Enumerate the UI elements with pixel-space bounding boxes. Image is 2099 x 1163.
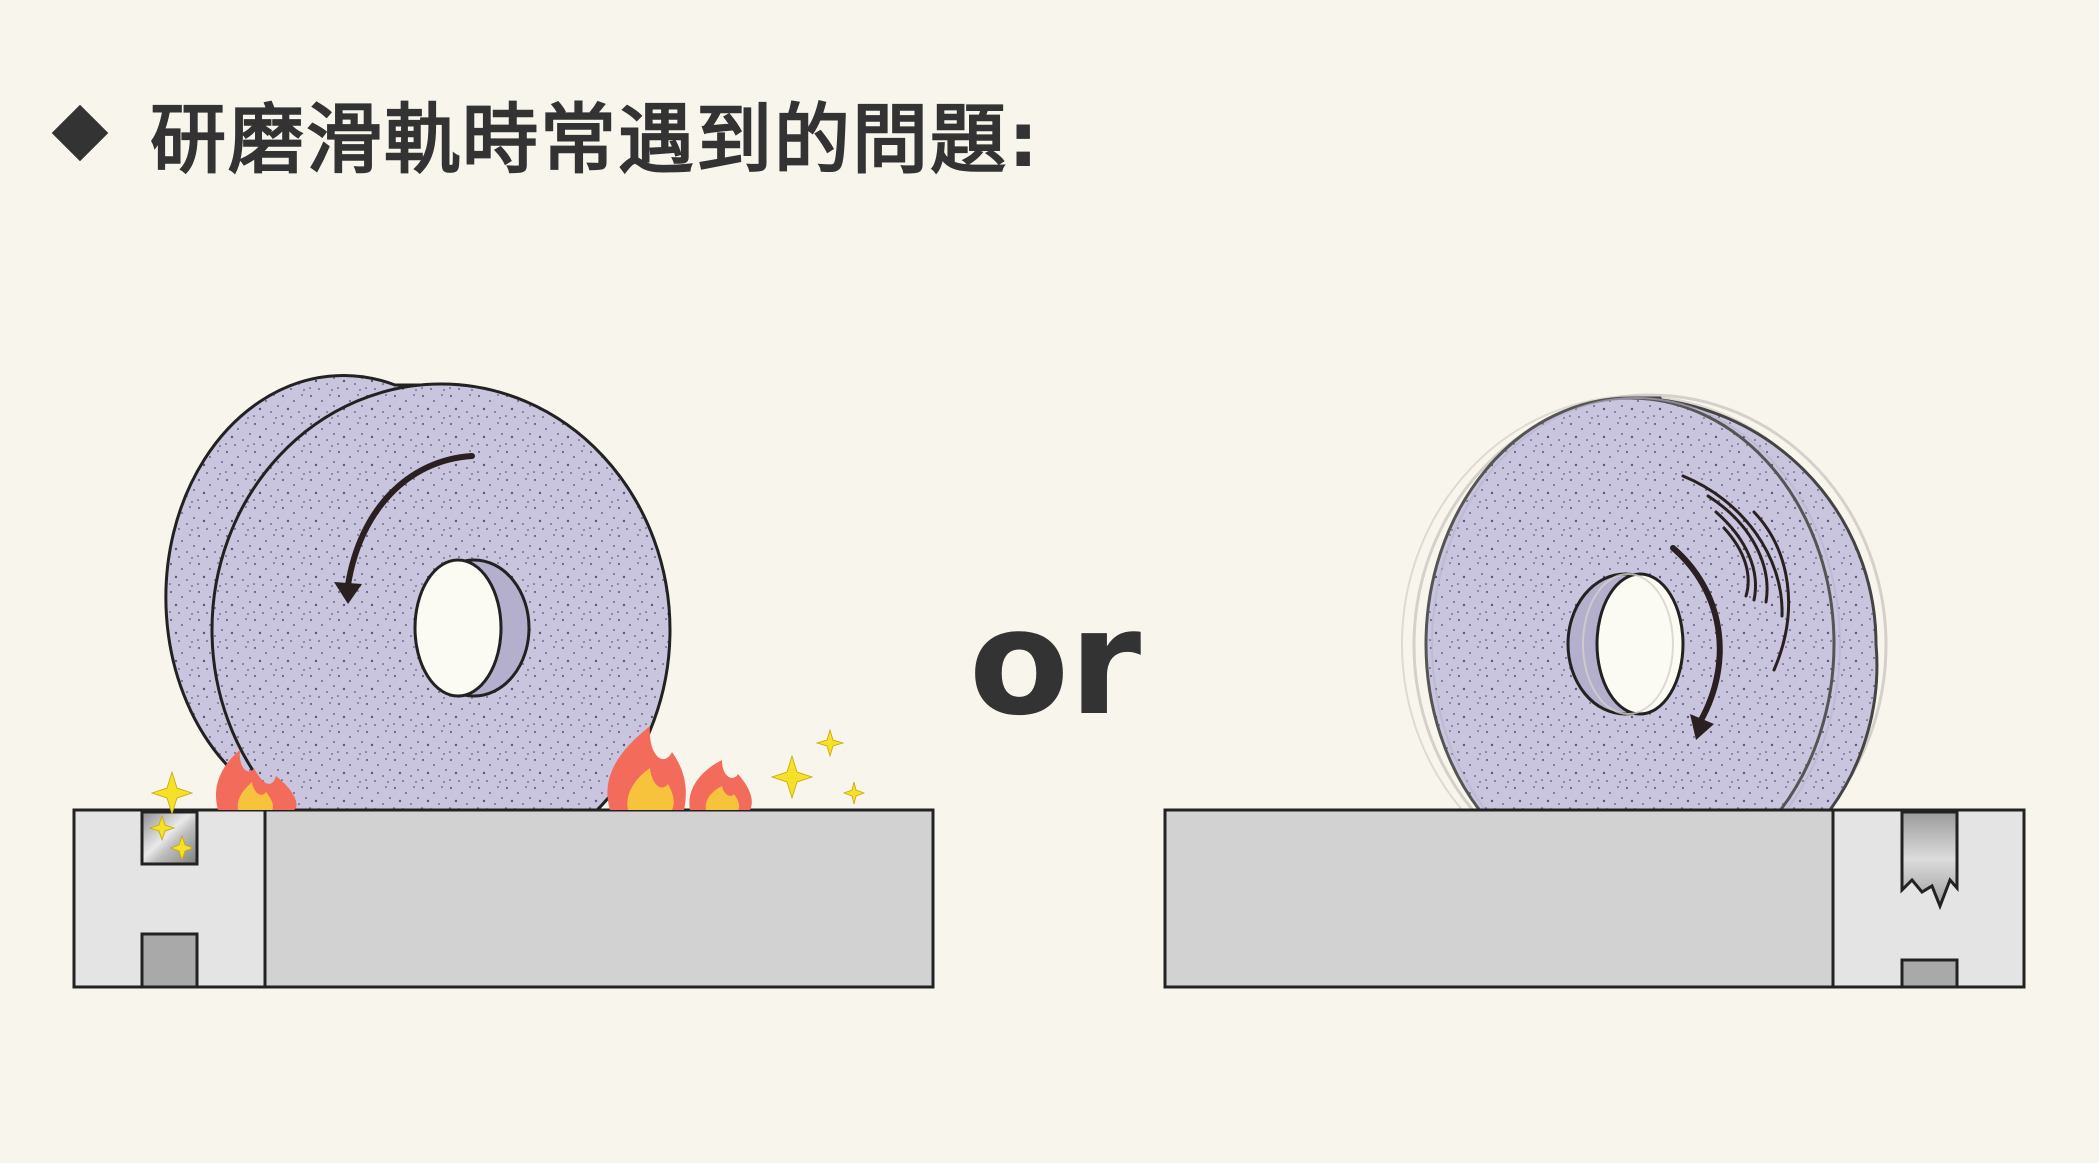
rotation-arrow-icon: [1670, 545, 1723, 740]
slide-heading: 研磨滑軌時常遇到的問題:: [50, 78, 1040, 188]
slide-title: 研磨滑軌時常遇到的問題:: [150, 95, 1041, 184]
sparkle-icon: [148, 728, 866, 862]
rotation-arrow-icon: [334, 453, 475, 604]
left-scene: [72, 374, 935, 989]
damaged-rail-icon: [1163, 808, 2026, 989]
rail-block-icon: [72, 808, 935, 989]
or-separator: or: [968, 578, 1142, 748]
vibrating-grinding-wheel-icon: [1401, 393, 1888, 810]
vibration-lines-icon: [1681, 474, 1791, 672]
flame-icon: [216, 726, 752, 810]
right-scene: [1163, 393, 2026, 989]
